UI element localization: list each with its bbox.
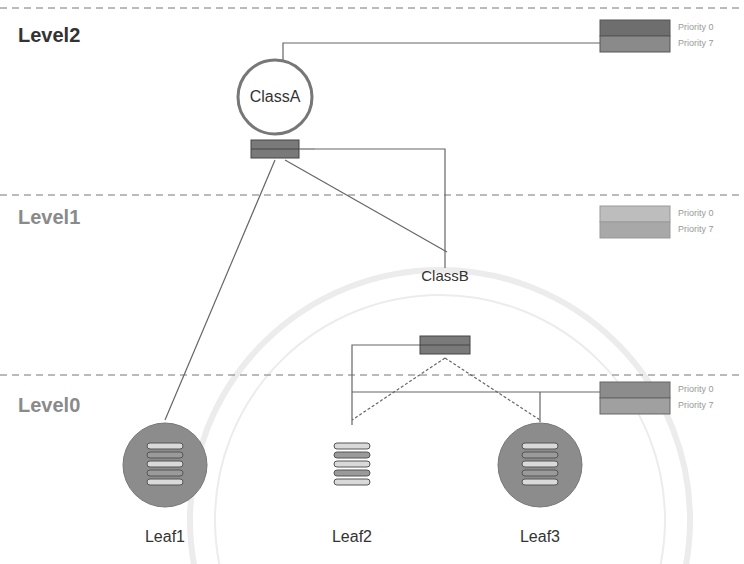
node-label: Leaf1 (145, 528, 185, 546)
connector-line (352, 358, 445, 420)
node-label: Leaf3 (520, 528, 560, 546)
level-separator (0, 8, 744, 375)
leaf-queue: Leaf2 (302, 420, 402, 548)
watermark-seal (190, 270, 690, 564)
leaf-queue: Leaf1 (115, 420, 215, 548)
queue-icon (522, 443, 558, 485)
node-label: ClassA (250, 88, 301, 106)
connector-line (445, 358, 540, 420)
priority-bar (420, 336, 470, 354)
level-label: Level1 (18, 206, 80, 229)
class-node: ClassB (410, 268, 480, 358)
priority-label: Priority 7 (678, 400, 714, 410)
node-label: ClassB (421, 268, 469, 285)
feed-line (283, 43, 600, 425)
class-circle: ClassA (235, 58, 315, 160)
queue-icon (147, 443, 183, 485)
node-label: Leaf2 (332, 528, 372, 546)
priority-label: Priority 0 (678, 22, 714, 32)
queue-icon (334, 443, 370, 485)
priority-bar (600, 20, 670, 414)
priority-label: Priority 7 (678, 38, 714, 48)
level-label: Level0 (18, 394, 80, 417)
priority-label: Priority 0 (678, 384, 714, 394)
priority-bar (251, 140, 299, 158)
priority-label: Priority 0 (678, 208, 714, 218)
priority-label: Priority 7 (678, 224, 714, 234)
leaf-queue: Leaf3 (490, 420, 590, 548)
node-shape (235, 58, 315, 160)
level-label: Level2 (18, 24, 80, 47)
connector-line (315, 149, 445, 268)
connector-line (165, 160, 275, 420)
